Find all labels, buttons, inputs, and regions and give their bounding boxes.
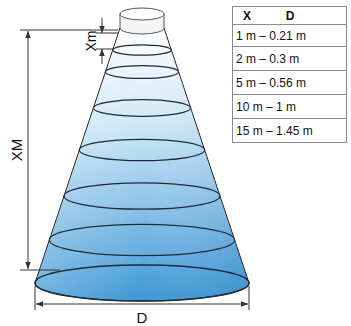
beam-section (105, 66, 178, 79)
beam-section (113, 45, 172, 55)
table-cell: 1 m – 0.21 m (236, 30, 306, 42)
beam-section (79, 139, 204, 160)
dimension-label: D (137, 310, 148, 325)
table-cell: 2 m – 0.3 m (236, 53, 299, 65)
table-header: D (286, 10, 295, 22)
table-cell: 5 m – 0.56 m (236, 77, 306, 89)
beam-section (64, 183, 220, 209)
beam-cone (35, 28, 249, 301)
beam-outline (35, 28, 249, 301)
table-header: X (243, 10, 251, 22)
dimension-label: XM (9, 139, 24, 162)
table-grid (232, 7, 347, 143)
dimension-label: Xm (84, 31, 98, 52)
dimension-xmin (96, 18, 118, 64)
beam-base (35, 265, 249, 301)
table-cell: 10 m – 1 m (236, 101, 296, 113)
beam-sections (35, 45, 249, 301)
dimension-d (35, 286, 249, 310)
sensor-face (120, 8, 164, 20)
dimension-xm (20, 30, 118, 270)
beam-section (93, 100, 190, 117)
beam-section (49, 224, 234, 255)
table-cell: 15 m – 1.45 m (236, 125, 313, 137)
